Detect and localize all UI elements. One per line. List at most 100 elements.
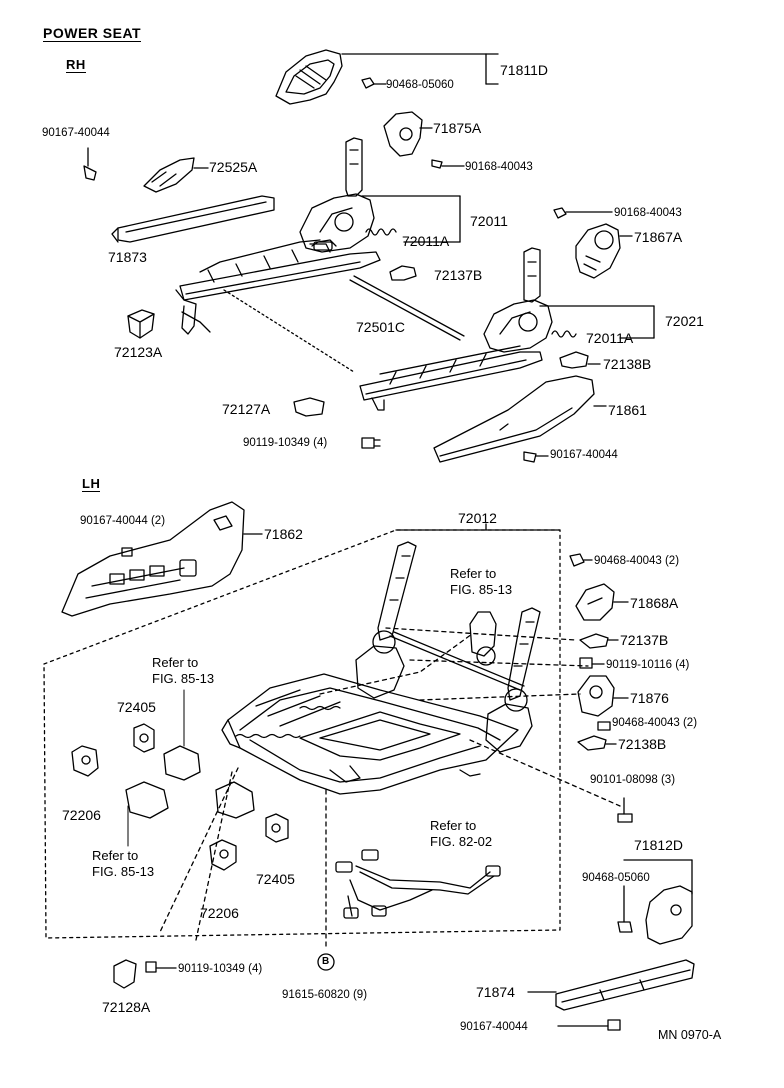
label-71876: 71876 xyxy=(630,690,669,706)
refer-note-1-line2: FIG. 85-13 xyxy=(450,582,513,597)
part-71812D-cover xyxy=(645,885,693,945)
part-71862-shield xyxy=(61,501,245,617)
label-72011A-b: 72011A xyxy=(586,330,634,346)
part-72206-bracket-b xyxy=(209,839,237,871)
label-90468-40043-2b: 90468-40043 (2) xyxy=(612,717,698,729)
part-72011A-spring xyxy=(365,228,397,236)
label-71862: 71862 xyxy=(264,526,303,542)
label-72206-a: 72206 xyxy=(62,807,101,823)
part-90167-40044-screw-2 xyxy=(523,451,537,463)
section-lh: LH xyxy=(82,476,101,492)
label-90168-40043-b: 90168-40043 xyxy=(614,207,682,219)
label-72137B: 72137B xyxy=(434,267,483,283)
part-72128A-knob xyxy=(113,959,137,989)
part-90119-10349-bolt-lh xyxy=(145,961,157,973)
part-71874-rail-cover xyxy=(555,959,695,1011)
part-72021-frame xyxy=(359,247,553,411)
part-72127A-knob xyxy=(293,397,325,417)
label-72127A: 72127A xyxy=(222,401,271,417)
label-72011A-a: 72011A xyxy=(402,233,450,249)
part-72011A-spring-2 xyxy=(551,330,577,338)
label-72021: 72021 xyxy=(665,313,704,329)
part-72525A-cover xyxy=(143,157,195,193)
label-72128A: 72128A xyxy=(102,999,151,1015)
label-90167-40044-2: 90167-40044 (2) xyxy=(80,515,166,527)
label-71875A: 71875A xyxy=(433,120,482,136)
part-72138B-clip xyxy=(559,351,589,369)
label-90167-40044-a: 90167-40044 xyxy=(42,127,110,139)
part-71873-rail-cover xyxy=(111,195,275,243)
part-72012-boundary xyxy=(43,529,561,939)
refer-note-2-line2: FIG. 85-13 xyxy=(152,671,215,686)
label-71812D: 71812D xyxy=(634,837,684,853)
part-90119-10116-bolt xyxy=(579,657,593,669)
part-motor-ref-b xyxy=(125,781,169,847)
part-72123A-knob xyxy=(127,309,155,339)
label-90101-08098: 90101-08098 (3) xyxy=(590,774,676,786)
part-71875A-bracket xyxy=(383,111,423,157)
label-90119-10349-lh: 90119-10349 (4) xyxy=(178,963,263,975)
part-90468-05060-clip xyxy=(361,77,375,89)
part-90468-05060-clip-lh xyxy=(617,921,633,933)
part-90167-40044-screw xyxy=(83,147,97,181)
label-72123A: 72123A xyxy=(114,344,163,360)
refer-note-3-line1: Refer to xyxy=(92,848,139,863)
label-72138B: 72138B xyxy=(603,356,652,372)
label-90167-40044-b: 90167-40044 xyxy=(550,449,618,461)
label-b-marker: B xyxy=(322,956,330,967)
label-90168-40043-a: 90168-40043 xyxy=(465,161,533,173)
part-72137B-clip xyxy=(389,265,417,281)
label-72405-a: 72405 xyxy=(117,699,156,715)
part-90101-08098-bolt xyxy=(617,797,633,823)
part-71876-cover xyxy=(577,675,615,717)
refer-note-4-line1: Refer to xyxy=(430,818,477,833)
label-90468-40043-2a: 90468-40043 (2) xyxy=(594,555,680,567)
part-90168-40043-screw xyxy=(431,159,443,169)
part-72012-frame-assembly xyxy=(221,541,541,795)
label-91615-60820: 91615-60820 (9) xyxy=(282,989,368,1001)
label-72501C: 72501C xyxy=(356,319,406,335)
refer-note-4-line2: FIG. 82-02 xyxy=(430,834,493,849)
page-title: POWER SEAT xyxy=(43,25,142,42)
part-71867A-cover xyxy=(575,223,621,279)
figure-code: MN 0970-A xyxy=(658,1028,722,1042)
label-72137B-lh: 72137B xyxy=(620,632,669,648)
part-72405-motor-b xyxy=(265,813,289,843)
section-rh: RH xyxy=(66,57,86,73)
part-71861-rail-cover xyxy=(433,375,595,463)
part-72501C-rod xyxy=(223,275,465,373)
label-90119-10116: 90119-10116 (4) xyxy=(606,659,690,671)
part-90468-40043-screw-lh-2 xyxy=(597,721,611,731)
part-90167-40044-screw-lh xyxy=(607,1019,621,1031)
part-71811D-cover xyxy=(275,49,343,105)
part-71868A-cover xyxy=(575,583,615,621)
label-71868A: 71868A xyxy=(630,595,679,611)
refer-note-2-line1: Refer to xyxy=(152,655,199,670)
label-72138B-lh: 72138B xyxy=(618,736,667,752)
part-72206-bracket-a xyxy=(71,745,99,777)
label-90119-10349: 90119-10349 (4) xyxy=(243,437,328,449)
part-wire-harness xyxy=(335,849,501,919)
refer-note-1-line1: Refer to xyxy=(450,566,497,581)
part-motor-ref-a xyxy=(163,689,201,781)
label-90468-05060: 90468-05060 xyxy=(386,79,454,91)
label-72011: 72011 xyxy=(470,213,508,229)
label-71867A: 71867A xyxy=(634,229,683,245)
label-72525A: 72525A xyxy=(209,159,258,175)
part-72011-frame xyxy=(175,137,381,335)
label-72405-b: 72405 xyxy=(256,871,295,887)
label-71873: 71873 xyxy=(108,249,147,265)
part-72405-motor-a xyxy=(133,723,155,753)
label-90167-40044-lh: 90167-40044 xyxy=(460,1021,528,1033)
b-marker-circle xyxy=(317,953,335,971)
label-71874: 71874 xyxy=(476,984,515,1000)
label-90468-05060-lh: 90468-05060 xyxy=(582,872,650,884)
part-90119-10349-bolt xyxy=(361,437,381,449)
label-71861: 71861 xyxy=(608,402,647,418)
part-motor-ref-c xyxy=(215,781,255,819)
part-90468-40043-screw-lh xyxy=(569,553,585,567)
label-71811D: 71811D xyxy=(500,62,549,78)
label-72206-b: 72206 xyxy=(200,905,239,921)
